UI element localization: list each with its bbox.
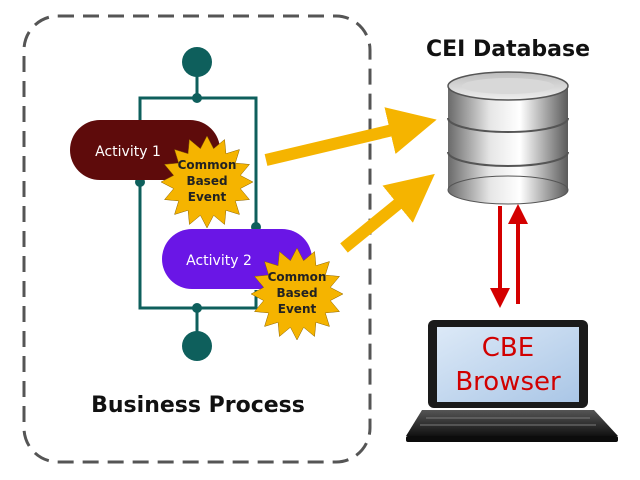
arrow-event-1-to-db xyxy=(264,107,437,166)
event-starburst-2: Common Based Event xyxy=(250,247,344,341)
event-1-line-2: Based xyxy=(186,174,227,188)
event-2-line-2: Based xyxy=(276,286,317,300)
event-2-line-1: Common xyxy=(268,270,327,284)
laptop-icon: CBE Browser xyxy=(406,320,618,442)
browser-label-line-1: CBE xyxy=(482,333,534,363)
start-node xyxy=(182,47,212,77)
event-to-database-arrows xyxy=(264,107,437,253)
event-1-line-3: Event xyxy=(188,190,227,204)
event-starburst-1: Common Based Event xyxy=(160,135,254,229)
starburst-2-icon xyxy=(250,247,344,341)
business-process-label: Business Process xyxy=(91,393,305,418)
event-1-line-1: Common xyxy=(178,158,237,172)
database-icon xyxy=(447,71,569,205)
arrow-event-2-to-db xyxy=(340,173,435,253)
event-2-line-3: Event xyxy=(278,302,317,316)
browser-label-line-2: Browser xyxy=(455,367,561,397)
database-browser-arrows xyxy=(490,204,528,308)
activity-2-label: Activity 2 xyxy=(186,253,252,269)
end-node xyxy=(182,331,212,361)
laptop-screen xyxy=(437,327,579,402)
laptop-keyboard xyxy=(406,410,618,436)
activity-1-label: Activity 1 xyxy=(95,144,161,160)
process-container xyxy=(22,14,372,464)
starburst-1-icon xyxy=(160,135,254,229)
database-title: CEI Database xyxy=(426,37,590,62)
